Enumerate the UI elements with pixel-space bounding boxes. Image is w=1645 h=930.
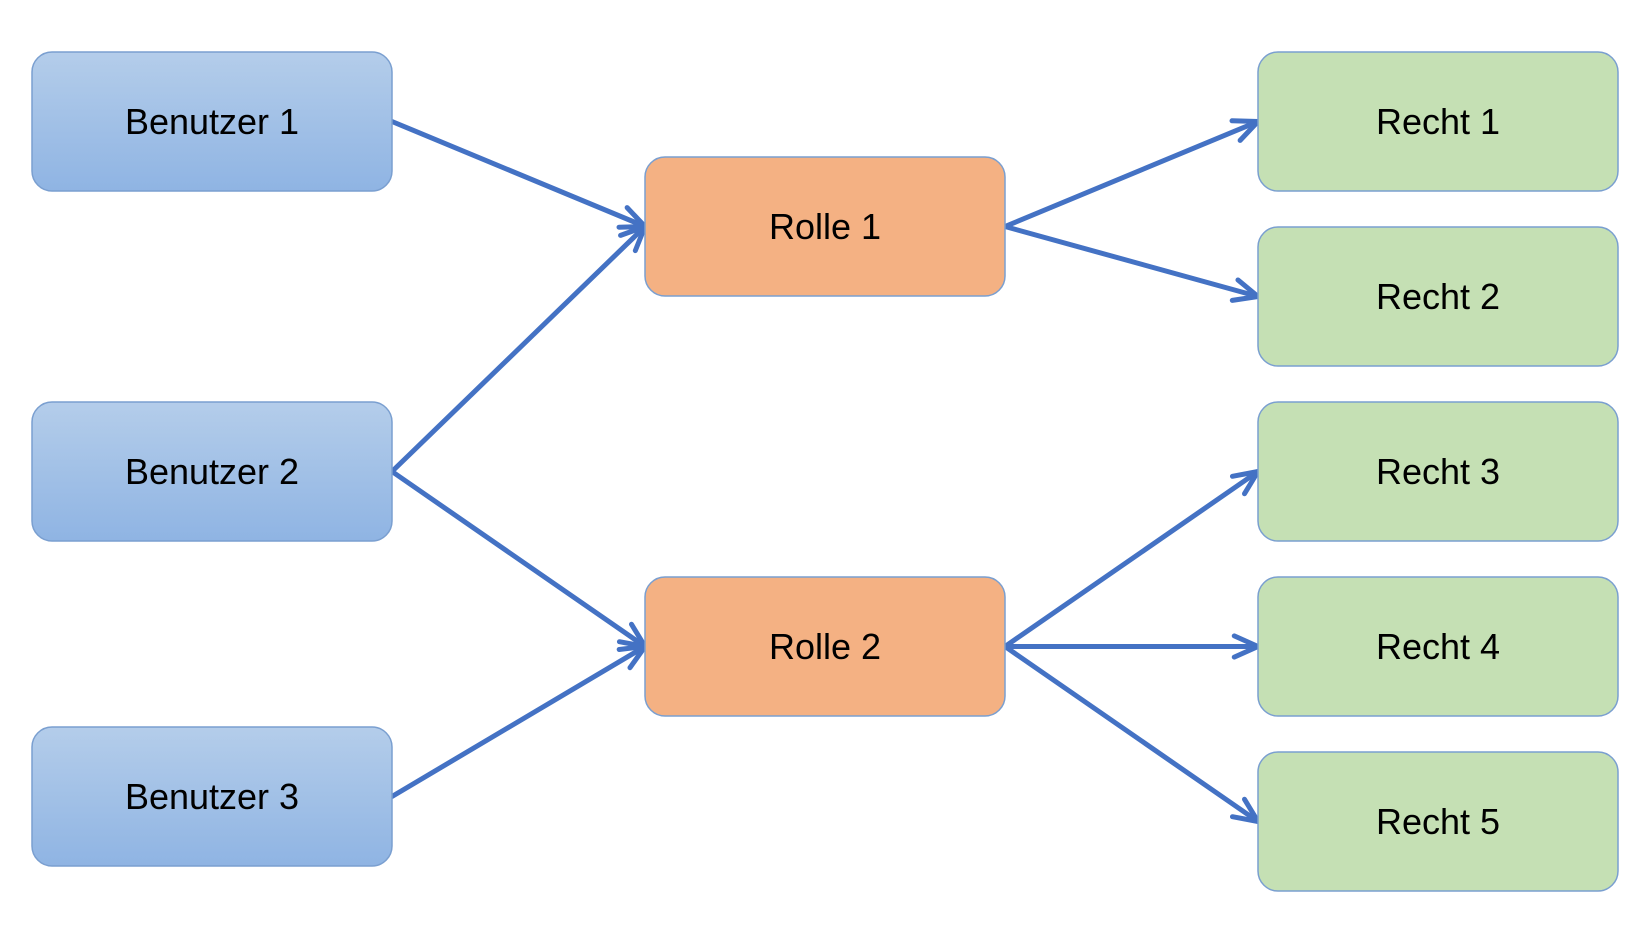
role-node-1: Rolle 1: [644, 156, 1006, 297]
right-node-label: Recht 2: [1376, 276, 1500, 317]
arrow-r1-p2: [1002, 224, 1261, 303]
user-node-3: Benutzer 3: [31, 726, 393, 867]
arrow-line: [1002, 644, 1261, 824]
arrow-u3-r2: [389, 644, 648, 799]
right-node-label: Recht 1: [1376, 101, 1500, 142]
right-node-3: Recht 3: [1257, 401, 1619, 542]
edges-layer: [389, 118, 1261, 824]
arrow-line: [1002, 119, 1261, 229]
arrow-line: [389, 119, 648, 229]
role-node-2: Rolle 2: [644, 576, 1006, 717]
arrow-line: [389, 469, 648, 649]
right-node-5: Recht 5: [1257, 751, 1619, 892]
right-node-label: Recht 5: [1376, 801, 1500, 842]
arrow-u2-r1: [389, 224, 648, 474]
arrow-line: [389, 224, 648, 474]
right-node-box: [1257, 51, 1619, 192]
arrow-line: [1002, 469, 1261, 649]
right-node-box: [1257, 401, 1619, 542]
user-node-box: [31, 726, 393, 867]
user-node-2: Benutzer 2: [31, 401, 393, 542]
user-node-label: Benutzer 3: [125, 776, 299, 817]
nodes-layer: Benutzer 1 Benutzer 2 Benutzer 3 Rolle 1 Rol…: [31, 51, 1619, 892]
arrow-r2-p5: [1002, 644, 1261, 824]
role-node-label: Rolle 1: [769, 206, 881, 247]
arrow-r2-p4: [1002, 633, 1261, 660]
role-node-box: [644, 576, 1006, 717]
role-node-label: Rolle 2: [769, 626, 881, 667]
user-node-box: [31, 401, 393, 542]
right-node-4: Recht 4: [1257, 576, 1619, 717]
user-node-label: Benutzer 2: [125, 451, 299, 492]
right-node-label: Recht 3: [1376, 451, 1500, 492]
arrow-u1-r1: [389, 119, 648, 230]
right-node-box: [1257, 576, 1619, 717]
right-node-box: [1257, 226, 1619, 367]
arrow-u2-r2: [389, 469, 648, 649]
arrow-r2-p3: [1002, 469, 1261, 649]
user-node-box: [31, 51, 393, 192]
right-node-2: Recht 2: [1257, 226, 1619, 367]
user-node-1: Benutzer 1: [31, 51, 393, 192]
right-node-label: Recht 4: [1376, 626, 1500, 667]
right-node-box: [1257, 751, 1619, 892]
arrow-line: [389, 644, 648, 799]
right-node-1: Recht 1: [1257, 51, 1619, 192]
user-node-label: Benutzer 1: [125, 101, 299, 142]
role-node-box: [644, 156, 1006, 297]
arrow-line: [1002, 224, 1261, 299]
arrow-r1-p1: [1002, 118, 1261, 229]
